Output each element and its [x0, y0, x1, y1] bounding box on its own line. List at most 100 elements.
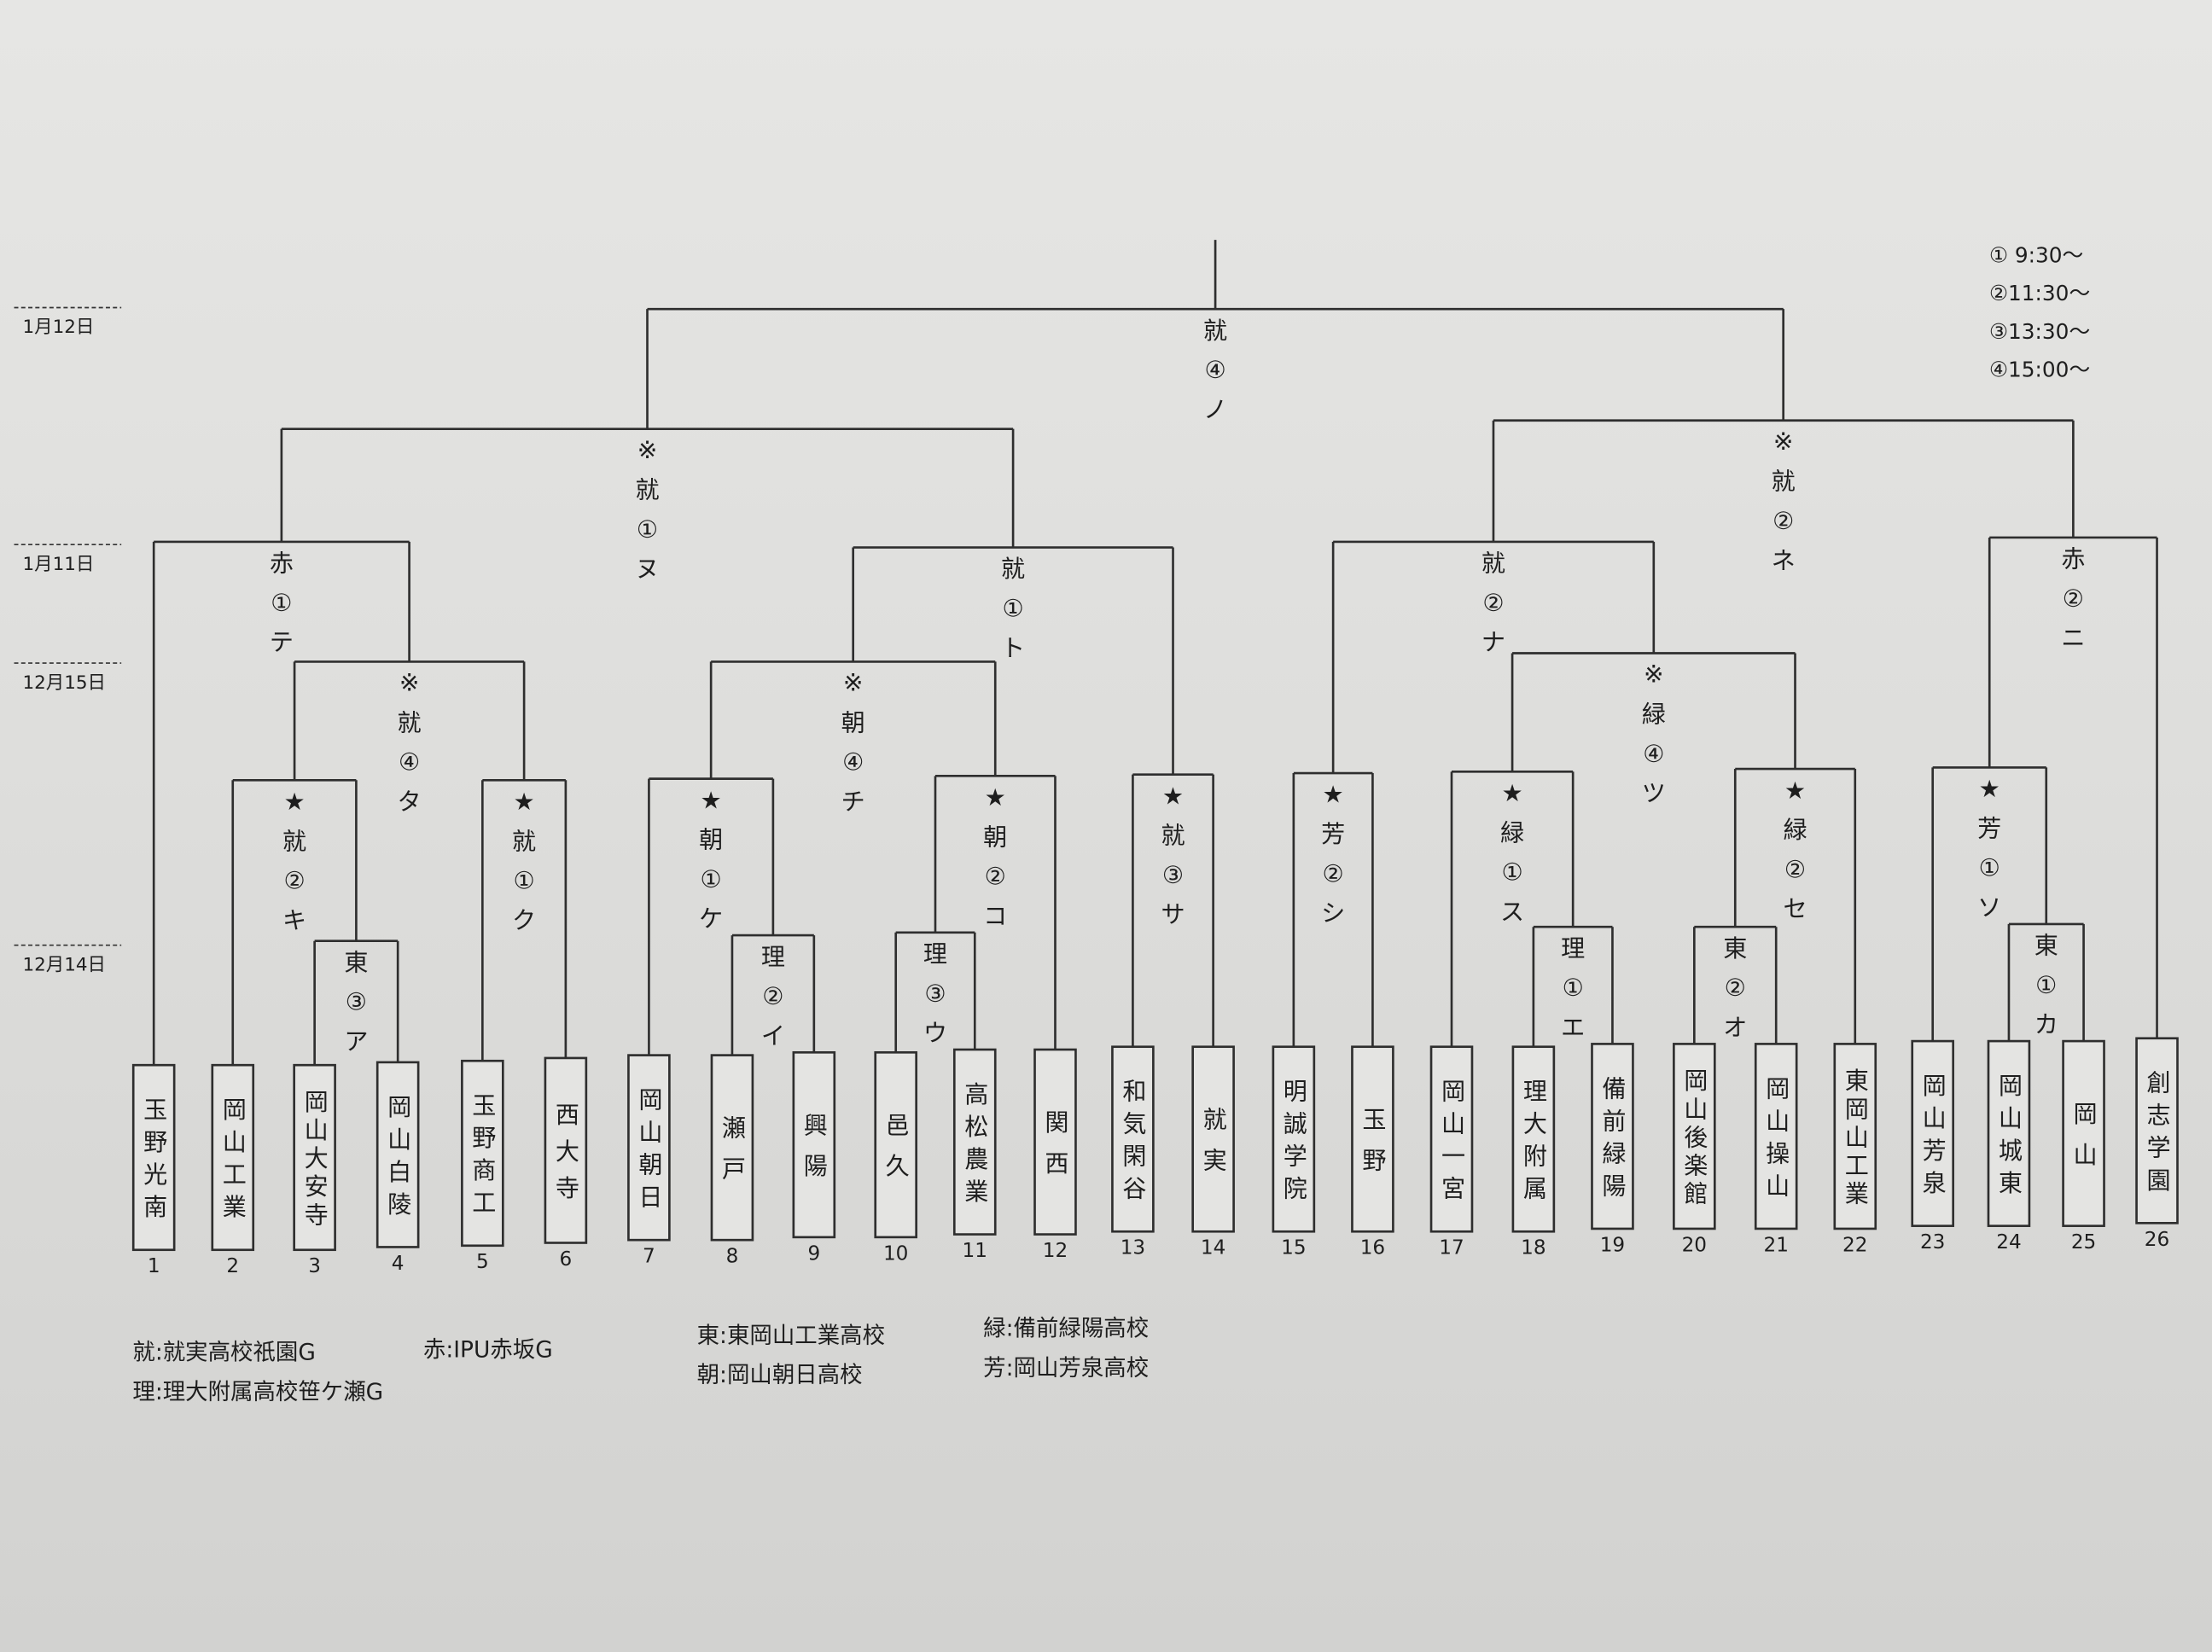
- team-number: 1: [148, 1255, 160, 1277]
- match-venue: 就: [635, 476, 659, 504]
- match-slot: ①: [1501, 858, 1522, 887]
- team-number: 4: [392, 1253, 405, 1275]
- team-number: 13: [1121, 1237, 1145, 1259]
- match-venue: 芳: [1977, 814, 2001, 842]
- match-mark: ★: [701, 786, 722, 814]
- match-code: ケ: [699, 905, 723, 933]
- team-name: 東岡山工業: [1841, 1067, 1869, 1209]
- match-venue: 就: [1481, 550, 1505, 578]
- team-name: 玉野: [1359, 1107, 1387, 1189]
- team-number: 22: [1842, 1234, 1867, 1256]
- match-code: ア: [344, 1027, 368, 1056]
- team-number: 17: [1439, 1237, 1464, 1259]
- match-venue: 就: [1772, 468, 1796, 496]
- team-box: [1351, 1045, 1394, 1233]
- match-mark: ★: [283, 788, 305, 816]
- team-name: 岡山一宮: [1438, 1079, 1466, 1208]
- team-box: [2062, 1039, 2105, 1227]
- match-mark: ★: [1323, 781, 1344, 809]
- team-number: 9: [807, 1242, 820, 1265]
- team-name: 岡山大安寺: [300, 1089, 329, 1230]
- team-name: 岡山朝日: [635, 1087, 663, 1217]
- match-code: セ: [1783, 895, 1807, 923]
- match-slot: ④: [1204, 356, 1225, 384]
- match-venue: 理: [1561, 934, 1585, 963]
- match-slot: ①: [637, 515, 658, 544]
- team-number: 3: [308, 1255, 321, 1277]
- match-slot: ①: [1003, 595, 1024, 623]
- match-mark: ※: [399, 669, 420, 697]
- schedule-time: ②11:30～: [1989, 281, 2090, 305]
- match-slot: ②: [1482, 589, 1504, 617]
- team-box: [375, 1061, 420, 1248]
- match-mark: ※: [1644, 660, 1664, 689]
- match-venue: 東: [1723, 934, 1747, 963]
- match-mark: ※: [1773, 428, 1794, 456]
- team-box: [2135, 1037, 2179, 1224]
- team-box: [1111, 1045, 1155, 1233]
- match-venue: 緑: [1500, 818, 1524, 846]
- team-number: 25: [2071, 1231, 2096, 1254]
- match-venue: 緑: [1642, 701, 1666, 729]
- team-number: 23: [1920, 1231, 1945, 1254]
- team-name: 創志学園: [2143, 1070, 2171, 1200]
- team-name: 岡山工業: [218, 1096, 247, 1226]
- team-name: 岡山: [2069, 1101, 2098, 1183]
- team-number: 15: [1281, 1237, 1306, 1259]
- match-venue: 赤: [2061, 545, 2085, 573]
- match-code: ソ: [1977, 893, 2001, 922]
- team-name: 邑久: [882, 1113, 910, 1195]
- match-venue: 朝: [983, 823, 1007, 851]
- round-date: 12月15日: [22, 672, 106, 694]
- team-name: 玉野商工: [469, 1092, 497, 1222]
- legend-entry: 緑:備前緑陽高校: [983, 1316, 1149, 1342]
- team-name: 興陽: [800, 1113, 828, 1195]
- match-code: ス: [1500, 898, 1524, 926]
- match-slot: ④: [1643, 740, 1664, 768]
- team-name: 岡山城東: [1994, 1073, 2023, 1202]
- team-number: 11: [963, 1240, 987, 1262]
- match-venue: 就: [1203, 317, 1227, 345]
- team-box: [131, 1063, 176, 1252]
- team-box: [293, 1063, 336, 1252]
- match-mark: ★: [1784, 777, 1806, 805]
- team-name: 岡山後楽館: [1680, 1068, 1708, 1209]
- match-code: ノ: [1203, 395, 1227, 423]
- team-name: 西大寺: [551, 1102, 579, 1212]
- match-venue: 就: [1001, 555, 1025, 583]
- legend-entry: 東:東岡山工業高校: [697, 1323, 885, 1349]
- match-code: ト: [1001, 634, 1025, 662]
- match-code: サ: [1161, 900, 1185, 928]
- team-name: 備前緑陽: [1598, 1075, 1627, 1205]
- match-code: シ: [1321, 899, 1345, 928]
- team-box: [1911, 1039, 1954, 1227]
- round-date: 12月14日: [22, 954, 106, 975]
- team-box: [211, 1063, 255, 1252]
- team-box: [1833, 1043, 1877, 1230]
- team-name: 関西: [1041, 1109, 1069, 1191]
- match-slot: ②: [1773, 507, 1794, 535]
- legend-entry: 理:理大附属高校笹ケ瀬G: [132, 1379, 383, 1405]
- team-box: [1754, 1043, 1798, 1230]
- team-box: [1429, 1045, 1474, 1233]
- match-slot: ②: [1323, 859, 1344, 887]
- match-slot: ②: [1725, 974, 1746, 1002]
- team-number: 12: [1043, 1240, 1068, 1262]
- legend-entry: 朝:岡山朝日高校: [697, 1362, 863, 1388]
- team-number: 24: [1996, 1231, 2021, 1254]
- team-number: 21: [1763, 1234, 1788, 1256]
- match-mark: ★: [1162, 782, 1184, 810]
- team-box: [1511, 1045, 1556, 1233]
- team-number: 18: [1521, 1237, 1545, 1259]
- team-name: 和気閑谷: [1119, 1079, 1147, 1208]
- match-code: チ: [841, 788, 865, 816]
- match-venue: 理: [761, 943, 785, 971]
- team-box: [952, 1048, 997, 1236]
- match-venue: 芳: [1321, 820, 1345, 848]
- match-code: コ: [983, 902, 1007, 930]
- match-code: ヌ: [635, 555, 659, 583]
- match-venue: 朝: [841, 708, 865, 736]
- team-number: 8: [726, 1246, 739, 1268]
- team-number: 16: [1360, 1237, 1385, 1259]
